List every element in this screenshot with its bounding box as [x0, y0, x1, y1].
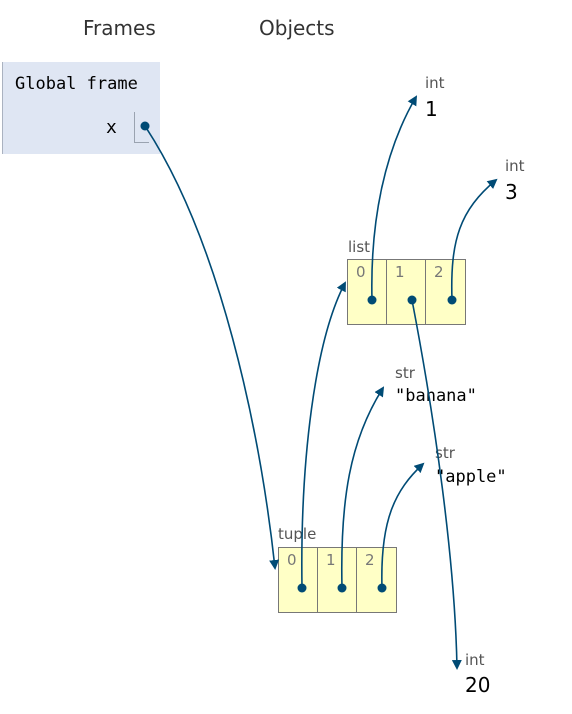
arrow-list2-to-int3 [450, 178, 498, 301]
pointer-dot-list-0 [367, 295, 377, 305]
pointer-dot-tuple-1 [337, 583, 347, 593]
list-cell-0: 0 [348, 260, 387, 324]
tuple-cell-1: 1 [318, 548, 357, 612]
arrow-list0-to-int1 [371, 95, 418, 301]
arrow-tuple0-to-list [301, 281, 346, 589]
list-cell-2: 2 [426, 260, 465, 324]
global-frame: Global frame x [2, 62, 160, 154]
arrow-tuple2-to-apple [381, 462, 425, 589]
int-3-value: 3 [505, 180, 518, 204]
tuple-object: 0 1 2 [278, 547, 397, 613]
int-1-value: 1 [425, 97, 438, 121]
tuple-index-1: 1 [326, 551, 336, 569]
objects-header: Objects [259, 16, 335, 40]
int-1-type-label: int [425, 74, 445, 92]
int-20-type-label: int [465, 651, 485, 669]
int-3-type-label: int [505, 157, 525, 175]
variable-x-name: x [106, 117, 117, 138]
int-20-value: 20 [465, 673, 491, 697]
tuple-index-2: 2 [365, 551, 375, 569]
list-object: 0 1 2 [347, 259, 466, 325]
tuple-cell-0: 0 [279, 548, 318, 612]
str-apple-type-label: str [435, 444, 455, 462]
tuple-index-0: 0 [287, 551, 297, 569]
arrow-list1-to-int20 [411, 299, 462, 670]
global-frame-title: Global frame [15, 74, 138, 94]
pointer-dot-tuple-0 [297, 583, 307, 593]
str-banana-type-label: str [395, 364, 415, 382]
tuple-cell-2: 2 [357, 548, 396, 612]
pointer-dot-x [140, 121, 150, 131]
pointer-dot-list-2 [447, 295, 457, 305]
str-banana-value: "banana" [395, 386, 477, 406]
str-apple-value: "apple" [435, 467, 507, 487]
tuple-type-label: tuple [278, 525, 317, 543]
arrow-tuple1-to-banana [340, 386, 385, 589]
list-index-0: 0 [356, 263, 366, 281]
frames-header: Frames [83, 16, 156, 40]
arrow-x-to-tuple [144, 125, 280, 570]
list-type-label: list [348, 238, 371, 256]
list-cell-1: 1 [387, 260, 426, 324]
list-index-1: 1 [395, 263, 405, 281]
variable-x-slot [134, 112, 149, 143]
list-index-2: 2 [434, 263, 444, 281]
pointer-dot-list-1 [407, 295, 417, 305]
pointer-dot-tuple-2 [377, 583, 387, 593]
